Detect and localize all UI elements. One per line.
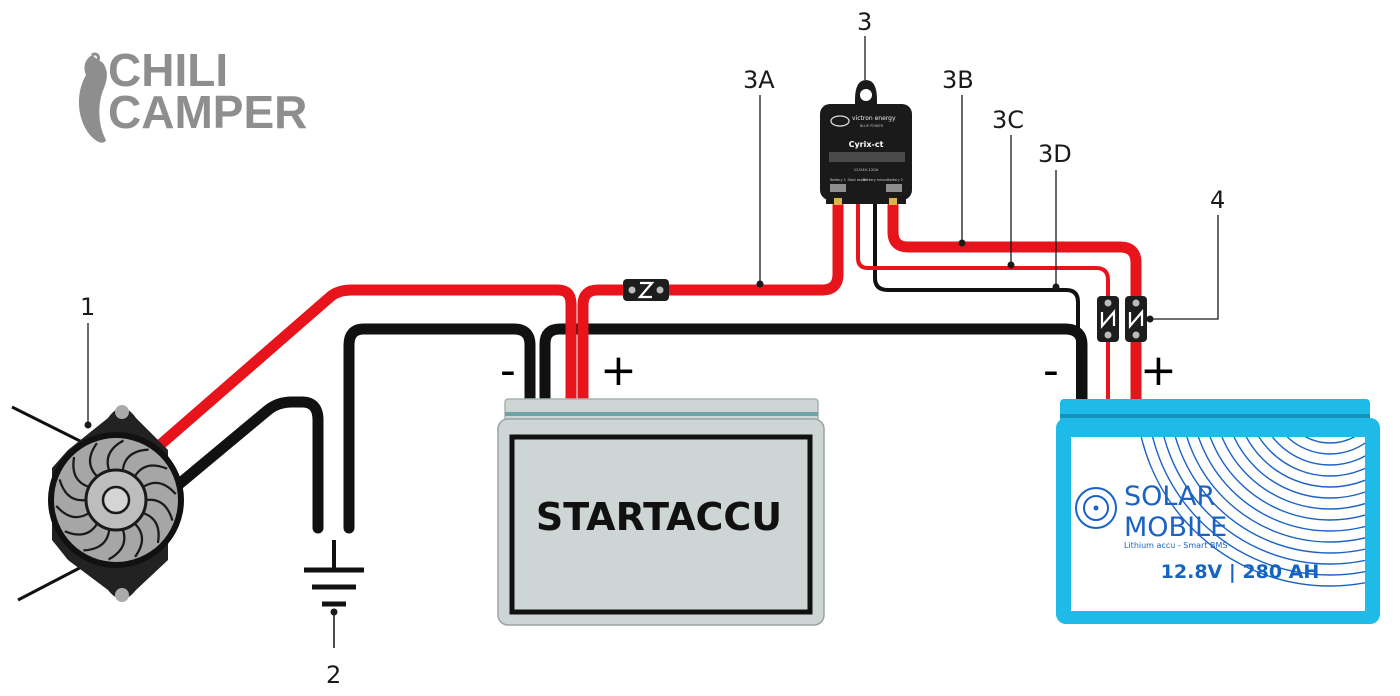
solar-subtitle: Lithium accu - Smart BMS [1124, 541, 1227, 550]
solar-battery: SOLAR MOBILE Lithium accu - Smart BMS 12… [1056, 399, 1380, 624]
chili-pepper-icon [78, 52, 107, 143]
relay-terminal-2: Start assist [847, 178, 867, 182]
callout-leaders [87, 36, 1219, 425]
cable-alternator-ground [172, 396, 324, 534]
relay-rating: 12/24V-120A [854, 167, 879, 172]
logo-line-2: CAMPER [108, 86, 307, 138]
fuse-icon [1097, 296, 1119, 342]
solar-brand-line-1: SOLAR [1124, 481, 1215, 512]
callout-3d: 3D [1038, 140, 1072, 168]
relay-terminal-1: Battery 1 [830, 178, 846, 182]
cable-3c [856, 203, 1110, 404]
red-cables [154, 200, 1142, 451]
solar-disc-icon [1075, 487, 1117, 529]
cable-alternator-positive [154, 284, 577, 451]
start-battery: STARTACCU [497, 398, 825, 626]
callout-1: 1 [80, 293, 95, 321]
callout-3: 3 [857, 8, 872, 36]
relay-cyrix: victron energy BLUE POWER Cyrix-ct 12/24… [820, 80, 912, 205]
relay-brand: victron energy [852, 115, 896, 122]
start-plus-sign: + [600, 345, 637, 396]
alternator-icon [11, 405, 184, 602]
ground-symbol-icon [304, 540, 364, 648]
callout-3c: 3C [992, 106, 1024, 134]
cable-minus-link [539, 323, 1088, 408]
fuse-icon [623, 279, 669, 301]
cable-start-minus-ground [343, 323, 536, 534]
relay-tagline: BLUE POWER [860, 124, 884, 128]
start-battery-label: STARTACCU [536, 495, 782, 539]
relay-terminal-3: Battery minus [863, 178, 887, 182]
solar-brand-line-2: MOBILE [1124, 512, 1227, 543]
relay-terminal-4: Battery 2 [887, 178, 903, 182]
fuse-icon [1125, 296, 1147, 342]
black-cables [172, 203, 1088, 534]
callout-dots [84, 239, 1154, 616]
callout-3a: 3A [743, 66, 775, 94]
solar-minus-sign: - [1043, 345, 1059, 396]
logo-line-1: CHILI [108, 44, 228, 96]
callout-3b: 3B [942, 66, 974, 94]
chili-camper-logo: CHILI CAMPER [78, 44, 307, 143]
start-minus-sign: - [500, 345, 516, 396]
cable-3d [873, 203, 1080, 404]
cable-3a [577, 200, 844, 408]
callout-2: 2 [326, 661, 341, 689]
victron-logo: victron energy BLUE POWER [830, 115, 896, 128]
cable-3b [887, 200, 1142, 408]
callout-4: 4 [1210, 186, 1225, 214]
solar-spec: 12.8V | 280 AH [1161, 561, 1320, 583]
solar-plus-sign: + [1140, 345, 1177, 396]
relay-model: Cyrix-ct [849, 140, 884, 149]
